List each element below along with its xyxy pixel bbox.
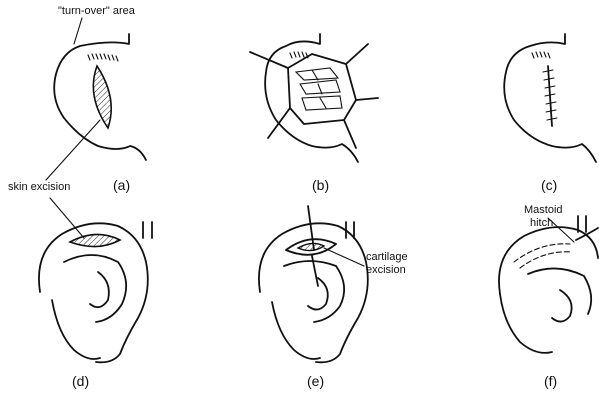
ear-helix-f-lower xyxy=(500,294,552,353)
panel-label-f: (f) xyxy=(544,373,557,389)
closed-incision-sutures xyxy=(543,66,557,126)
panel-b: (b) xyxy=(250,34,378,193)
turn-over-marks xyxy=(88,54,118,61)
mastoid-dashed-1 xyxy=(514,244,570,262)
mastoid-hitch-label-1: Mastoid xyxy=(524,204,563,216)
retractor-4 xyxy=(344,120,356,148)
panel-a: "turn-over" area skin excision (a) xyxy=(8,5,146,193)
turn-over-marks-c xyxy=(532,52,550,58)
retractor-2 xyxy=(346,44,368,64)
cartilage-excision-label-1: cartilage xyxy=(366,251,408,263)
panel-label-c: (c) xyxy=(541,177,557,193)
panel-label-e: (e) xyxy=(307,373,324,389)
skin-excision-ellipse xyxy=(93,66,111,128)
retractor-1 xyxy=(250,52,288,68)
panel-label-b: (b) xyxy=(312,177,329,193)
mastoid-dashed-2 xyxy=(520,252,572,268)
skin-excision-label: skin excision xyxy=(8,181,70,193)
concha-f xyxy=(552,290,572,322)
panel-label-a: (a) xyxy=(113,177,130,193)
panel-c: (c) xyxy=(504,34,596,193)
panel-d: (d) xyxy=(39,198,152,389)
cartilage-excision-label-2: excision xyxy=(366,264,406,276)
cartilage-excision-e xyxy=(298,243,324,250)
skin-excision-d xyxy=(70,234,120,246)
panel-e: cartilage excision (e) xyxy=(259,206,408,389)
panel-label-d: (d) xyxy=(72,373,89,389)
turn-over-leader xyxy=(74,18,82,44)
antihelix-f xyxy=(528,268,591,314)
antihelix-d xyxy=(64,255,126,322)
panel-f: Mastoid hitch (f) xyxy=(499,204,598,389)
mastoid-hitch-label-2: hitch xyxy=(530,217,553,229)
lobule-e xyxy=(272,302,320,359)
lobule-d xyxy=(52,300,100,359)
concha-d xyxy=(90,272,109,307)
turn-over-area-label: "turn-over" area xyxy=(58,5,136,17)
cartilage-sutures xyxy=(296,68,342,110)
retractor-3 xyxy=(356,98,378,100)
